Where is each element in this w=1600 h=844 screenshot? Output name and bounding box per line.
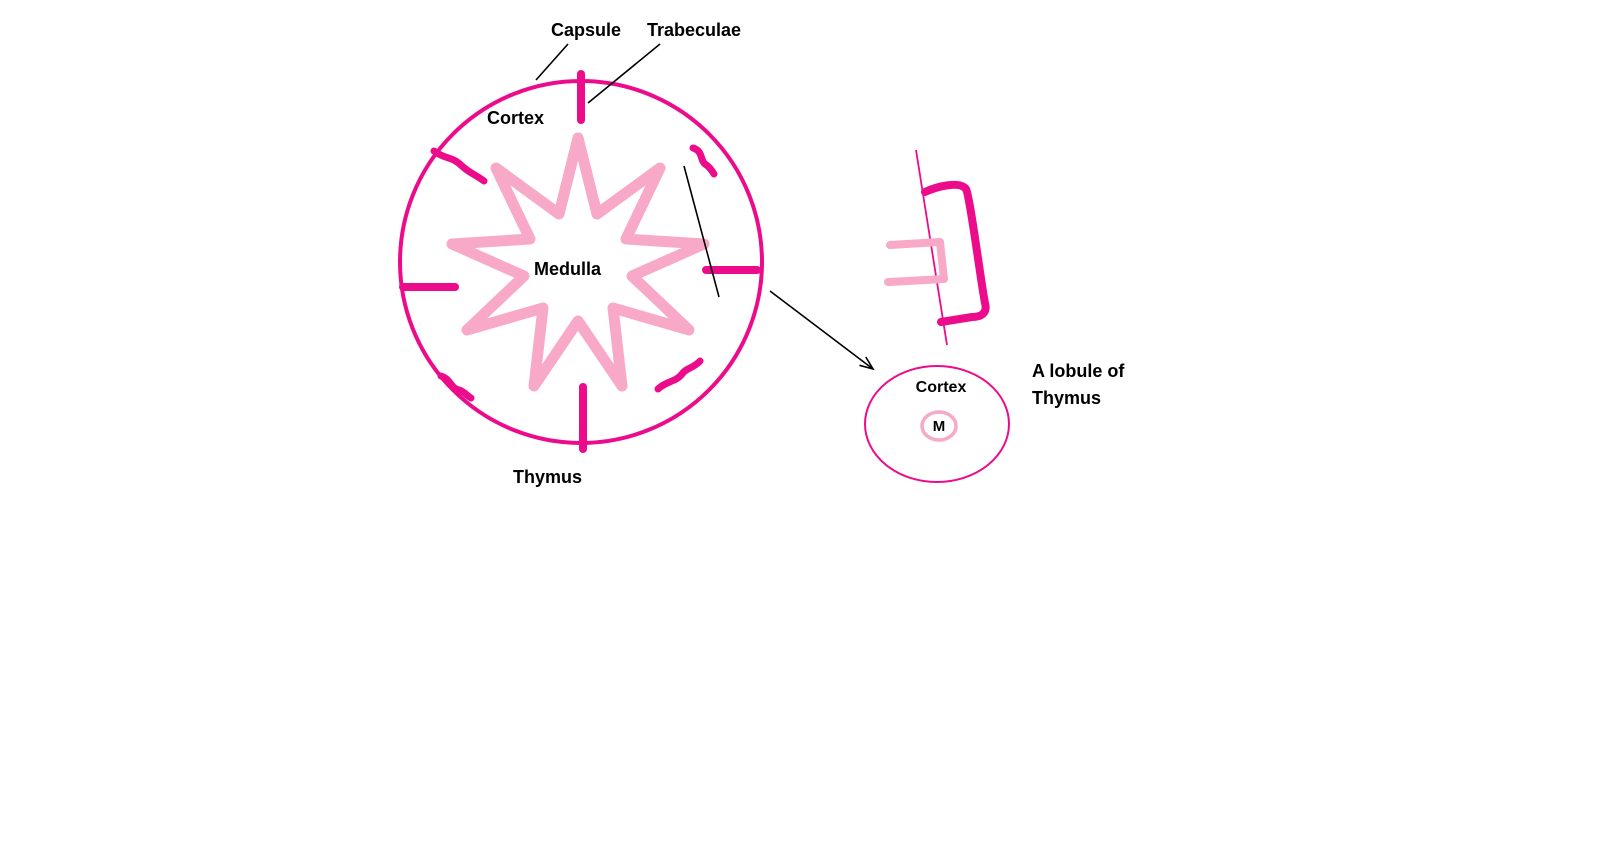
lobule-medulla-circle bbox=[920, 410, 958, 442]
lobule-caption-line2: Thymus bbox=[1032, 388, 1101, 408]
trabecula-tick-lower-left bbox=[437, 372, 475, 402]
inner-pointer-line bbox=[683, 165, 720, 298]
detail-thick-trabecula-bracket bbox=[921, 180, 990, 326]
lobule-caption-line1: A lobule of bbox=[1032, 361, 1125, 381]
trabecula-tick-lower-right bbox=[654, 357, 704, 393]
medulla-star-shape bbox=[446, 132, 710, 392]
cortex-label: Cortex bbox=[487, 108, 544, 128]
trabecula-tick-upper-right bbox=[689, 144, 718, 178]
capsule-label: Capsule bbox=[551, 20, 621, 40]
detail-light-pink-bracket bbox=[884, 238, 948, 286]
lobule-arrow-head bbox=[859, 356, 875, 371]
thymus-label: Thymus bbox=[513, 467, 582, 487]
trabeculae-label: Trabeculae bbox=[647, 20, 741, 40]
detail-thin-capsule-line bbox=[915, 149, 948, 346]
capsule-pointer-line bbox=[535, 43, 569, 81]
lobule-medulla-label: M bbox=[933, 418, 946, 435]
trabeculae-pointer-line bbox=[587, 43, 661, 104]
medulla-label: Medulla bbox=[534, 259, 602, 279]
lobule-cortex-label: Cortex bbox=[916, 379, 967, 396]
trabecula-tick-upper-left bbox=[430, 147, 488, 185]
lobule-arrow-shaft bbox=[769, 290, 874, 370]
